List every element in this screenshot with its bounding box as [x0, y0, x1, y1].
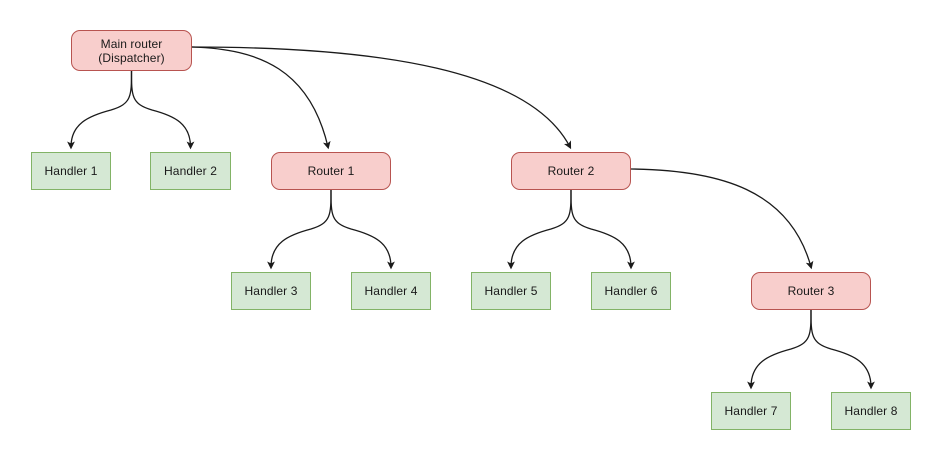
edge-router-1-to-handler-4 [330, 189, 395, 270]
node-handler-4[interactable]: Handler 4 [351, 272, 431, 310]
node-handler-5[interactable]: Handler 5 [471, 272, 551, 310]
edge-router-2-to-handler-5 [507, 189, 572, 270]
node-label-handler-4: Handler 4 [364, 284, 418, 298]
node-label-handler-6: Handler 6 [604, 284, 658, 298]
node-label-handler-7: Handler 7 [724, 404, 778, 418]
node-handler-6[interactable]: Handler 6 [591, 272, 671, 310]
edge-router-3-to-handler-8 [810, 309, 875, 390]
node-label-handler-3: Handler 3 [244, 284, 298, 298]
node-label-handler-2: Handler 2 [164, 164, 217, 178]
edge-main-to-handler-1 [67, 70, 133, 150]
node-router-3[interactable]: Router 3 [751, 272, 871, 310]
edge-router-2-to-router-3 [630, 168, 814, 270]
edge-router-3-to-handler-7 [747, 309, 812, 390]
edge-main-to-handler-2 [130, 70, 195, 150]
edge-group [67, 46, 875, 390]
node-label-router-2: Router 2 [547, 164, 595, 178]
node-label-router-3: Router 3 [787, 284, 835, 298]
node-label-handler-5: Handler 5 [484, 284, 538, 298]
node-label-handler-8: Handler 8 [844, 404, 898, 418]
edge-main-to-router-2 [191, 46, 572, 150]
node-label-main-router: Main router (Dispatcher) [98, 36, 165, 65]
node-router-1[interactable]: Router 1 [271, 152, 391, 190]
node-label-router-1: Router 1 [307, 164, 355, 178]
node-router-2[interactable]: Router 2 [511, 152, 631, 190]
edge-router-2-to-handler-6 [570, 189, 635, 270]
node-label-handler-1: Handler 1 [44, 164, 98, 178]
node-handler-8[interactable]: Handler 8 [831, 392, 911, 430]
node-handler-2[interactable]: Handler 2 [150, 152, 231, 190]
edge-router-1-to-handler-3 [267, 189, 332, 270]
node-main-router[interactable]: Main router (Dispatcher) [71, 30, 192, 71]
node-handler-1[interactable]: Handler 1 [31, 152, 111, 190]
node-handler-3[interactable]: Handler 3 [231, 272, 311, 310]
node-handler-7[interactable]: Handler 7 [711, 392, 791, 430]
edge-main-to-router-1 [191, 46, 331, 150]
